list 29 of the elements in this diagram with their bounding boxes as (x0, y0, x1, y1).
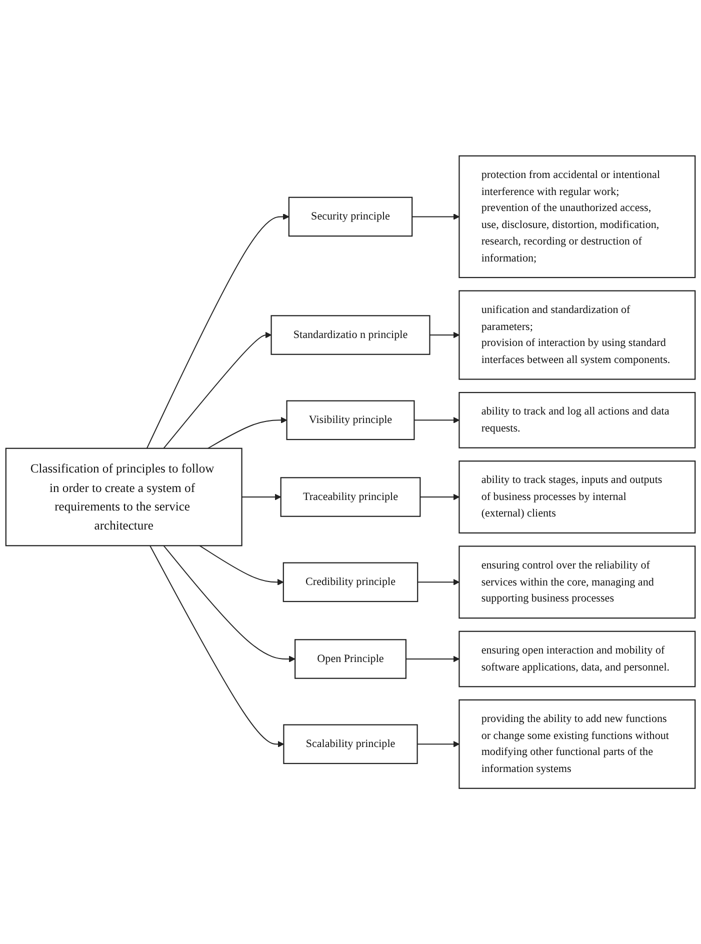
node-box: ability to track stages, inputs and outputs of business processes by internal (external) clients (458, 460, 696, 534)
node-box: ensuring open interaction and mobility of software applications, data, and personnel. (458, 630, 696, 688)
arrow (163, 332, 272, 449)
node-box: ensuring control over the reliability of services within the core, managing and supporting business processes (458, 546, 696, 618)
node-box: Credibility principle (282, 562, 418, 602)
node-box: ability to track and log all actions and data requests. (458, 392, 696, 448)
arrow (146, 213, 290, 449)
node-box: Classification of principles to follow in order to create a system of requirements to the service architecture (5, 448, 242, 546)
node-box: Standardizatio n principle (270, 314, 430, 355)
arrow (405, 656, 460, 662)
arrow (199, 545, 284, 586)
arrow (414, 416, 460, 424)
arrow (429, 332, 460, 338)
arrow (149, 545, 284, 748)
arrow (163, 545, 296, 662)
node-box: Scalability principle (283, 724, 418, 764)
node-box: unification and standardization of parameters; provision of interaction by using standard interfaces between all system components. (458, 290, 696, 380)
node-box: providing the ability to add new functions or change some existing functions without modifying other functional parts of the information systems (458, 699, 696, 789)
arrow (241, 494, 282, 500)
arrow (412, 213, 460, 220)
arrow (416, 740, 460, 748)
arrow (207, 416, 288, 449)
node-box: protection from accidental or intentional interference with regular work; prevention of the unauthorized access, use, disclosure, distortion, modification, research, recording or destruction of information; (458, 155, 696, 278)
node-box: Traceability principle (280, 476, 421, 517)
node-box: Open Principle (294, 638, 406, 679)
arrow (417, 578, 460, 586)
node-box: Visibility principle (286, 400, 415, 440)
arrow (420, 494, 460, 500)
node-box: Security principle (288, 196, 413, 236)
